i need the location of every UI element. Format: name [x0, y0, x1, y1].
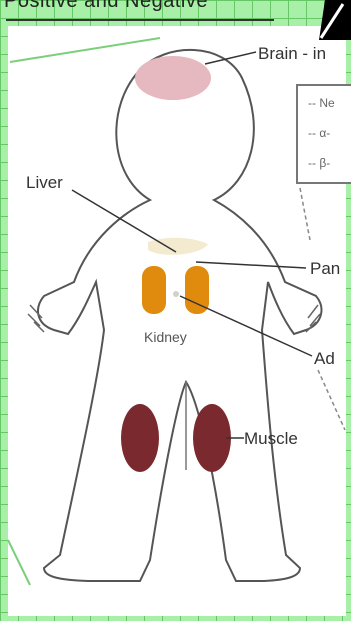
- kidney-left-organ: [142, 266, 166, 314]
- guide-line: [10, 38, 160, 62]
- adipose-label: Ad: [314, 350, 335, 367]
- legend-connector: [318, 370, 345, 430]
- brain-organ: [135, 56, 211, 100]
- muscle-label: Muscle: [244, 430, 298, 447]
- legend-box: -- Ne -- α- -- β-: [296, 84, 351, 184]
- legend-connector: [300, 188, 310, 240]
- pancreas-label: Pan: [310, 260, 340, 277]
- body-outline: [38, 50, 321, 581]
- liver-label: Liver: [26, 174, 63, 191]
- guide-line: [8, 540, 30, 585]
- kidney-label: Kidney: [144, 330, 187, 344]
- muscle-right-organ: [193, 404, 231, 472]
- legend-item: -- α-: [308, 126, 330, 140]
- adrenal-gland: [173, 291, 179, 297]
- muscle-left-organ: [121, 404, 159, 472]
- brain-label: Brain - in: [258, 45, 326, 62]
- legend-item: -- Ne: [308, 96, 335, 110]
- legend-item: -- β-: [308, 156, 330, 170]
